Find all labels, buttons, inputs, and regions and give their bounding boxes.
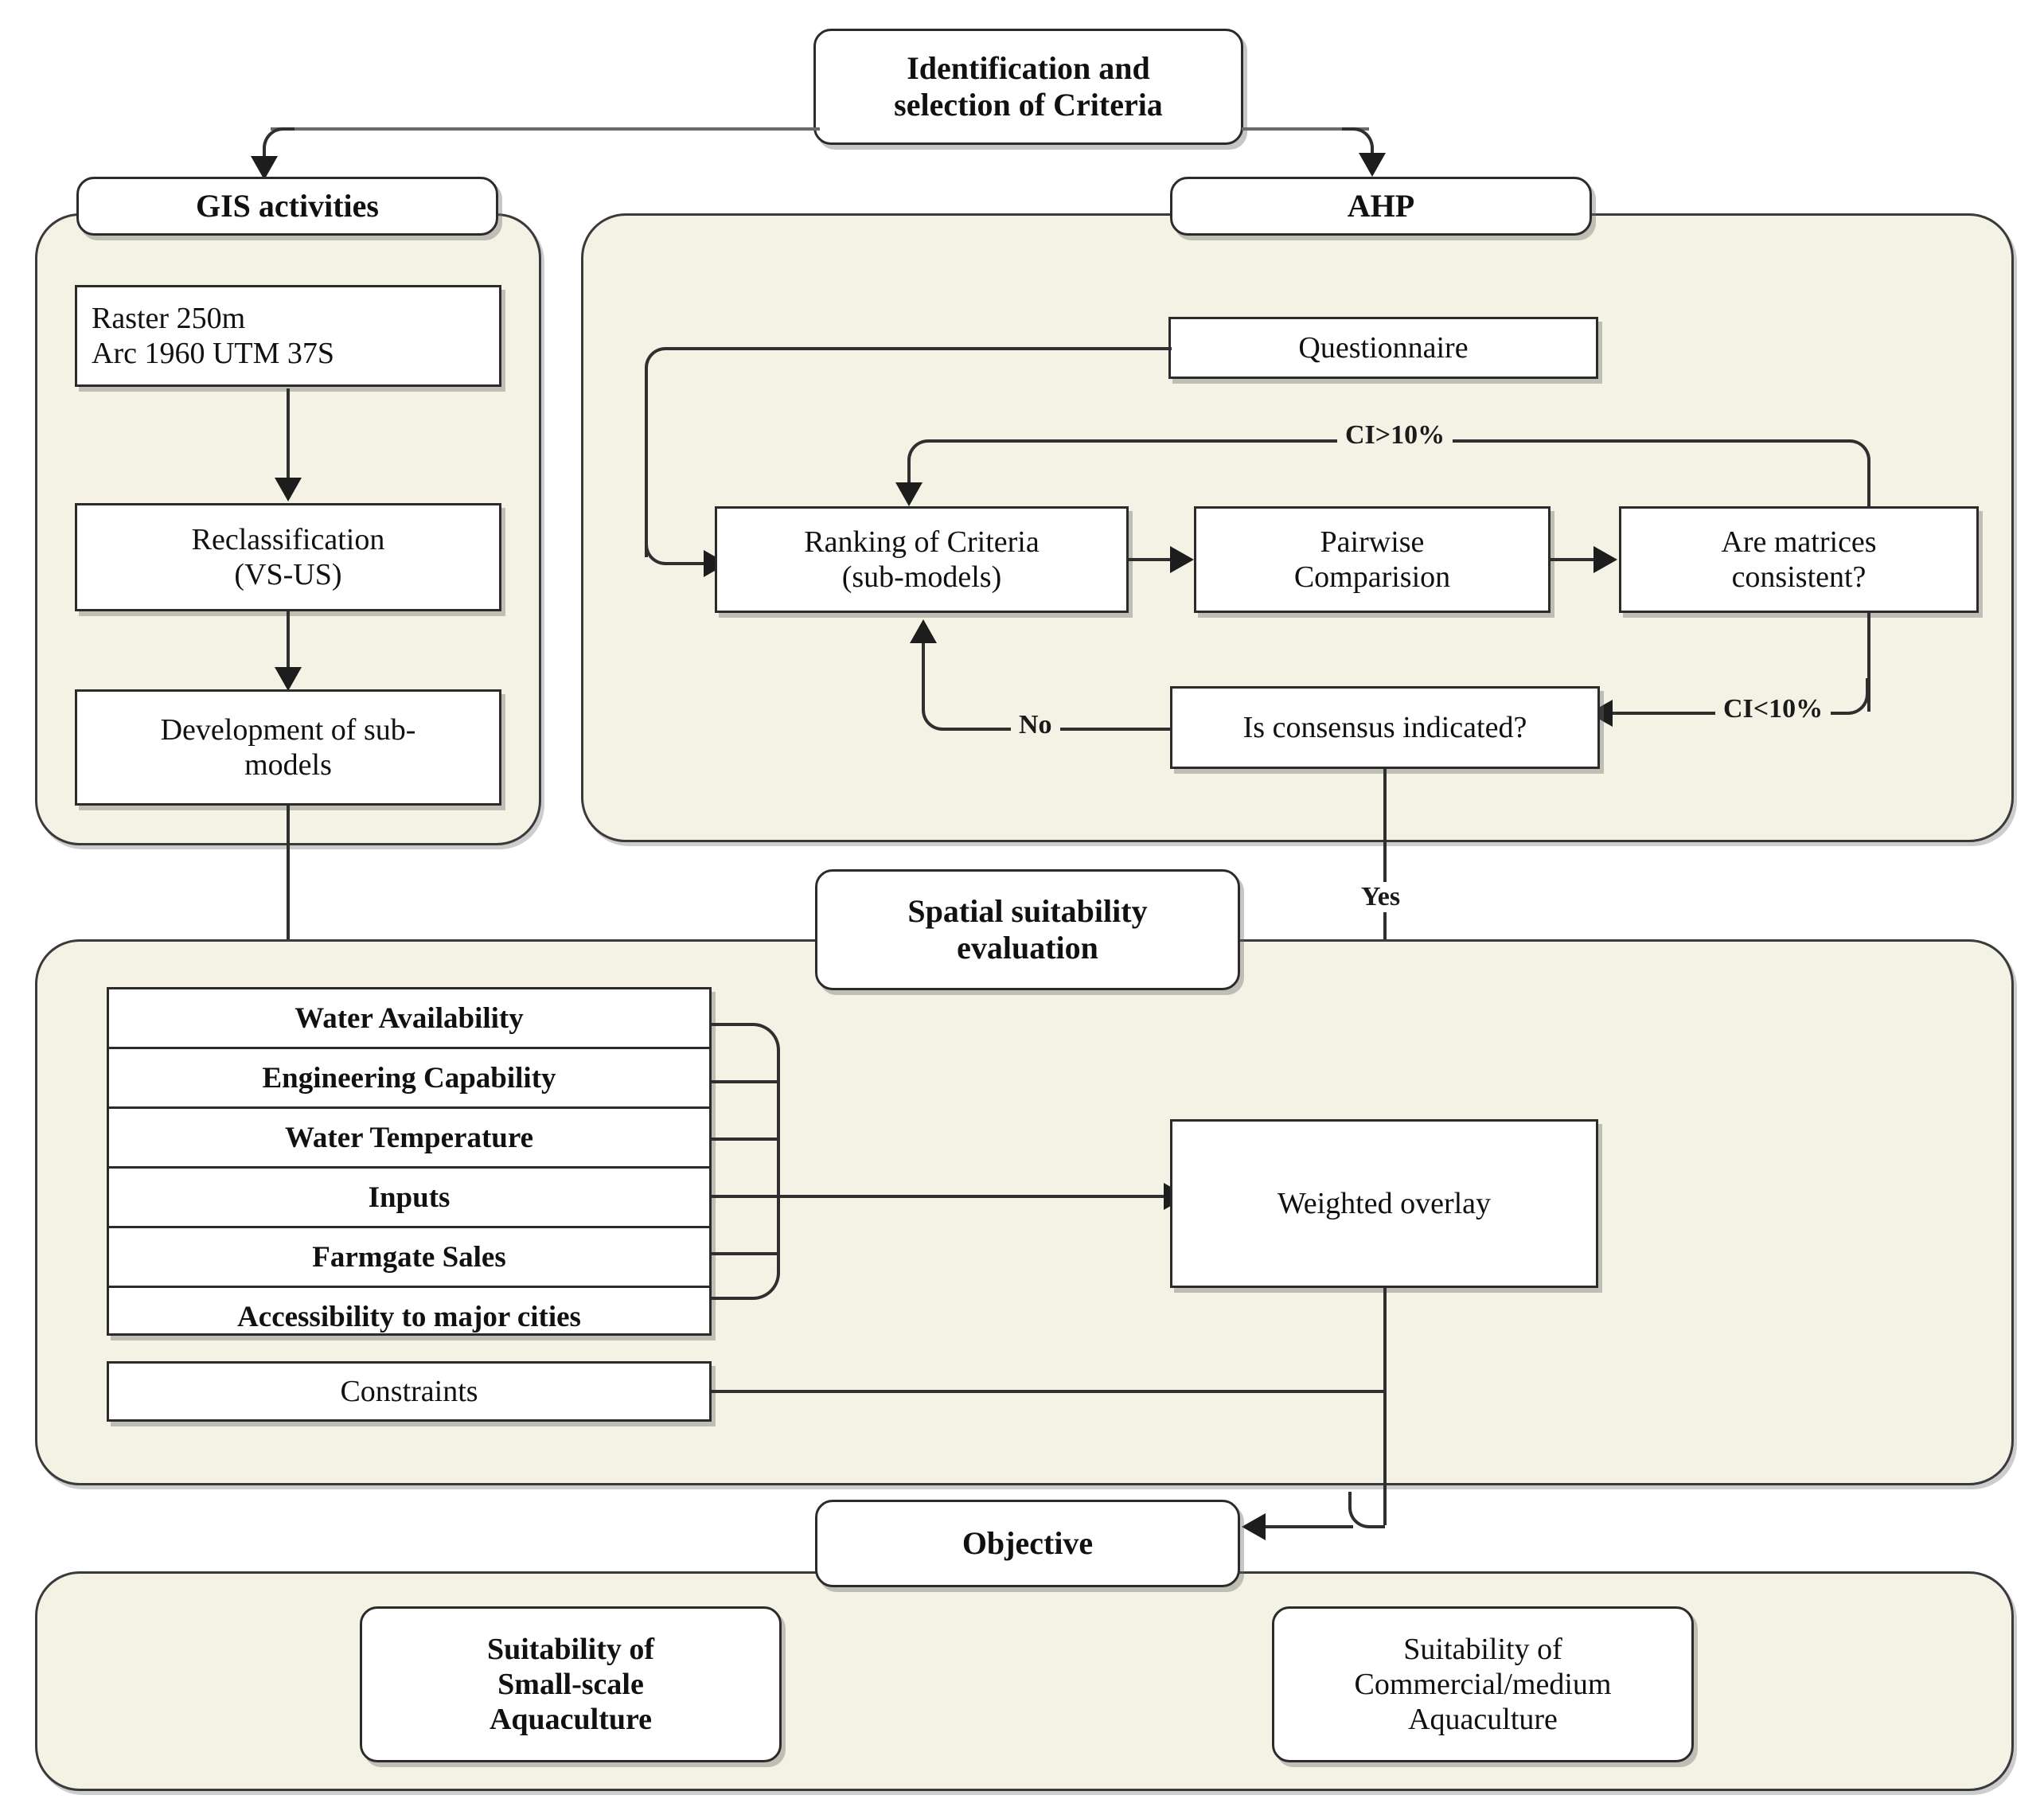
criteria-stack: Water Availability Engineering Capabilit… (107, 987, 712, 1336)
node-outcome-small-scale: Suitability of Small-scale Aquaculture (360, 1606, 782, 1762)
node-outcome-commercial-medium-label: Suitability of Commercial/medium Aquacul… (1354, 1632, 1612, 1737)
edge-title-to-ahp-arrowhead (1359, 153, 1386, 177)
node-outcome-small-scale-label: Suitability of Small-scale Aquaculture (486, 1632, 655, 1737)
panel-objective-header-label: Objective (962, 1524, 1094, 1561)
edge-label-no: No (1011, 710, 1060, 740)
criteria-row: Engineering Capability (109, 1049, 709, 1109)
edge-ci-low-v (1867, 613, 1870, 712)
edge-criteria-to-overlay (777, 1195, 1175, 1198)
node-consensus-indicated: Is consensus indicated? (1170, 686, 1600, 769)
criteria-row: Farmgate Sales (109, 1228, 709, 1288)
edge-quest-to-ranking-h (667, 347, 1172, 350)
node-ranking-criteria-label: Ranking of Criteria (sub-models) (804, 525, 1040, 594)
edge-label-ci-high: CI>10% (1337, 420, 1453, 451)
edge-ci-high-v-left (907, 470, 911, 490)
edge-title-to-gis-h (271, 127, 820, 131)
edge-ci-high-arrowhead (895, 482, 923, 506)
node-raster-label: Raster 250m Arc 1960 UTM 37S (92, 301, 335, 370)
edge-reclass-to-submodels (287, 611, 290, 681)
edge-quest-to-ranking-h2 (673, 562, 713, 565)
node-reclassification-label: Reclassification (VS-US) (191, 522, 385, 591)
node-questionnaire-label: Questionnaire (1298, 330, 1469, 365)
criteria-row: Accessibility to major cities (237, 1300, 581, 1333)
criteria-brace-stub-2 (712, 1138, 777, 1141)
panel-spatial-header-label: Spatial suitability evaluation (907, 892, 1148, 966)
node-development-submodels: Development of sub- models (75, 689, 501, 806)
panel-objective-header: Objective (815, 1500, 1240, 1587)
edge-ci-high-v-right (1867, 473, 1870, 508)
edge-pairwise-to-matrices-arrowhead (1593, 546, 1617, 573)
node-matrices-consistent-label: Are matrices consistent? (1721, 525, 1877, 594)
edge-quest-to-ranking-elbow-top (645, 347, 680, 384)
edge-no-elbow (922, 694, 957, 731)
edge-label-ci-low: CI<10% (1715, 694, 1831, 724)
criteria-brace (712, 1023, 780, 1300)
node-questionnaire: Questionnaire (1168, 317, 1598, 379)
edge-raster-to-reclass (287, 388, 290, 492)
node-pairwise-comparision-label: Pairwise Comparision (1293, 525, 1451, 594)
node-constraints: Constraints (107, 1361, 712, 1422)
edge-overlay-to-objective-arrowhead (1242, 1513, 1266, 1540)
edge-ranking-to-pairwise (1129, 558, 1180, 561)
node-raster: Raster 250m Arc 1960 UTM 37S (75, 285, 501, 387)
panel-ahp-header-label: AHP (1347, 187, 1415, 224)
criteria-brace-stub-3 (712, 1195, 777, 1198)
node-weighted-overlay: Weighted overlay (1170, 1119, 1598, 1288)
edge-overlay-to-objective-elbow (1348, 1492, 1385, 1528)
edge-label-yes: Yes (1353, 882, 1409, 912)
panel-spatial-header: Spatial suitability evaluation (815, 869, 1240, 990)
node-identification-selection: Identification and selection of Criteria (813, 29, 1243, 145)
edge-no-h (955, 728, 1172, 731)
edge-ci-high-elbow-right (1835, 439, 1870, 476)
edge-ci-low-elbow (1834, 678, 1869, 715)
node-weighted-overlay-label: Weighted overlay (1277, 1186, 1492, 1220)
criteria-brace-stub-1 (712, 1080, 777, 1083)
edge-quest-to-ranking-elbow-bottom (645, 529, 680, 565)
edge-no-v (922, 642, 925, 697)
edge-overlay-to-objective-v (1383, 1288, 1387, 1525)
panel-ahp-header: AHP (1170, 177, 1592, 236)
edge-reclass-to-submodels-arrowhead (275, 667, 302, 691)
edge-no-arrowhead (910, 619, 937, 643)
criteria-row: Water Temperature (109, 1109, 709, 1169)
edge-overlay-to-objective-h (1266, 1525, 1353, 1528)
edge-submodels-to-spatial (287, 806, 290, 958)
node-consensus-indicated-label: Is consensus indicated? (1242, 710, 1527, 744)
edge-ci-high-elbow-left (907, 439, 942, 476)
panel-gis-header: GIS activities (76, 177, 498, 236)
node-pairwise-comparision: Pairwise Comparision (1194, 506, 1551, 613)
node-ranking-criteria: Ranking of Criteria (sub-models) (715, 506, 1129, 613)
node-matrices-consistent: Are matrices consistent? (1619, 506, 1979, 613)
edge-constraints-h (712, 1390, 1383, 1393)
edge-title-to-ahp-h (1242, 127, 1369, 131)
node-identification-selection-label: Identification and selection of Criteria (894, 49, 1163, 123)
criteria-row: Inputs (109, 1169, 709, 1228)
node-development-submodels-label: Development of sub- models (160, 712, 416, 782)
node-reclassification: Reclassification (VS-US) (75, 503, 501, 611)
edge-pairwise-to-matrices (1551, 558, 1603, 561)
edge-title-to-gis-arrowhead (251, 156, 278, 180)
edge-title-to-ahp-elbow (1342, 127, 1374, 162)
edge-quest-to-ranking-v (645, 377, 648, 557)
edge-raster-to-reclass-arrowhead (275, 478, 302, 501)
panel-gis-header-label: GIS activities (196, 187, 379, 224)
edge-ranking-to-pairwise-arrowhead (1170, 546, 1194, 573)
criteria-brace-stub-4 (712, 1252, 777, 1255)
node-constraints-label: Constraints (340, 1374, 478, 1408)
edge-title-to-gis-elbow (263, 127, 295, 162)
criteria-row: Water Availability (109, 989, 709, 1049)
panel-objective (35, 1571, 2014, 1791)
node-outcome-commercial-medium: Suitability of Commercial/medium Aquacul… (1272, 1606, 1694, 1762)
